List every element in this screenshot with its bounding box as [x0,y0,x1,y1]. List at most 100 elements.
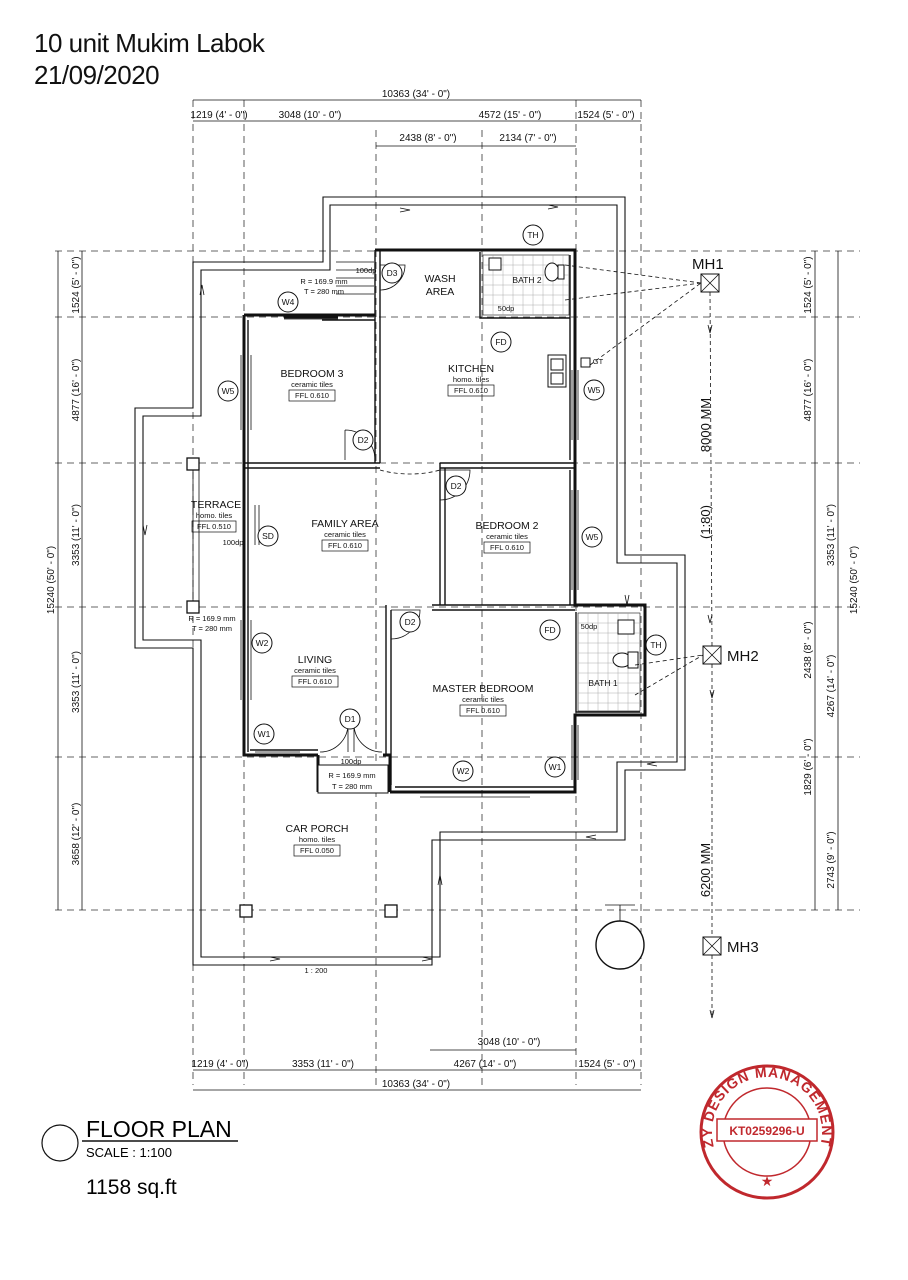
room-name: FAMILY AREA [311,518,378,530]
dim-bottom-4: 1524 (5' - 0") [578,1059,635,1070]
svg-text:TH: TH [527,230,538,240]
dim-left-3: 3353 (11' - 0") [71,504,82,566]
room-name: MASTER BEDROOM [433,683,534,695]
dim-bottom-2: 3353 (11' - 0") [292,1059,354,1070]
floor-area: 1158 sq.ft [86,1176,177,1198]
tag-d3: D3 [381,262,403,284]
room-ffl: FFL 0.610 [328,541,362,550]
room-ffl: FFL 0.610 [466,706,500,715]
tag-w2-living: W2 [251,632,273,654]
kitchen-sink-basin-1 [550,358,564,371]
room-kitchen: KITCHEN homo. tiles FFL 0.610 [447,363,495,397]
room-family-area: FAMILY AREA ceramic tiles FFL 0.610 [311,518,379,552]
dim-top-inner-2: 2134 (7' - 0") [499,133,556,144]
stamp-star-icon: ★ [761,1173,774,1189]
tag-w1-living: W1 [253,723,275,745]
company-stamp-seal: ZY DESIGN MANAGEMENT KT0259296-U ★ [699,1064,835,1200]
dim-right-5: 4267 (14' - 0") [826,655,837,718]
room-ffl: FFL 0.610 [490,543,524,552]
drawing-date: 21/09/2020 [34,60,160,90]
room-terrace: TERRACE homo. tiles FFL 0.510 [191,499,241,533]
dim-left-5: 3658 (12' - 0") [71,803,82,866]
dim-right-3: 3353 (11' - 0") [826,504,837,566]
bathroom-2 [482,254,570,316]
tag-d1: D1 [339,708,361,730]
step-label-terrace: 100dp [223,538,244,547]
dim-left-2: 4877 (16' - 0") [71,359,82,422]
step-label-front: 100dp [341,757,362,766]
svg-text:D2: D2 [451,481,462,491]
tag-w1-master: W1 [544,756,566,778]
gully-trap-label: GT [593,357,604,366]
dim-left-4: 3353 (11' - 0") [71,651,82,713]
bottom-dimensions: 3048 (10' - 0") 1219 (4' - 0") 3353 (11'… [191,1037,641,1091]
room-finish: ceramic tiles [291,380,333,389]
room-ffl: FFL 0.610 [454,386,488,395]
bathroom-1 [577,612,641,712]
dim-left-total: 15240 (50' - 0") [46,546,57,614]
dim-top-total: 10363 (34' - 0") [382,89,450,100]
svg-text:W5: W5 [586,532,599,542]
tag-w5-kitchen: W5 [583,379,605,401]
tag-th-bath1: TH [645,634,667,656]
svg-text:W2: W2 [457,766,470,776]
dim-top-2: 3048 (10' - 0") [279,110,342,121]
grid-lines [55,100,860,1085]
room-ffl: FFL 0.610 [295,391,329,400]
room-bath-2: BATH 2 [512,275,541,285]
dim-bottom-1: 1219 (4' - 0") [191,1059,248,1070]
dim-bottom-inner: 3048 (10' - 0") [478,1037,541,1048]
step-label-bath1: 50dp [581,622,598,631]
dim-bottom-total: 10363 (34' - 0") [382,1079,450,1090]
room-name: KITCHEN [448,363,494,375]
project-title: 10 unit Mukim Labok [34,28,265,58]
dim-top-1: 1219 (4' - 0") [190,110,247,121]
svg-text:W1: W1 [258,729,271,739]
room-ffl: FFL 0.610 [298,677,332,686]
perimeter-drain: 1 : 200 [134,196,686,975]
svg-text:W5: W5 [588,385,601,395]
top-dimensions: 10363 (34' - 0") 1219 (4' - 0") 3048 (10… [190,89,641,147]
room-name: CAR PORCH [285,823,348,835]
dim-right-4: 2438 (8' - 0") [803,621,814,678]
room-labels: BEDROOM 3 ceramic tiles FFL 0.610 KITCHE… [191,273,618,857]
ramp1-t: T = 280 mm [304,287,344,296]
step-label-wash: 100dp [356,266,377,275]
dim-top-inner-1: 2438 (8' - 0") [399,133,456,144]
kitchen-sink-basin-2 [550,372,564,385]
step-label-bath2: 50dp [498,304,515,313]
room-wash-area: WASH AREA [424,273,455,298]
stairs: 100dp 100dp 100dp 50dp 50dp [223,261,598,794]
svg-text:D2: D2 [405,617,416,627]
drain-ratio: (1:80) [698,505,713,539]
dim-top-4: 1524 (5' - 0") [577,110,634,121]
manhole-mh3: MH3 [702,936,759,956]
septic-tank [595,920,645,970]
svg-text:TH: TH [650,640,661,650]
svg-text:W1: W1 [549,762,562,772]
tag-fd-bath1: FD [539,619,561,641]
ramp2-t: T = 280 mm [192,624,232,633]
svg-text:D1: D1 [345,714,356,724]
manhole-mh2: MH2 [702,645,759,665]
svg-text:D3: D3 [387,268,398,278]
dim-right-7: 2743 (9' - 0") [826,831,837,888]
company-stamp: ZY DESIGN MANAGEMENT KT0259296-U ★ [692,1060,842,1210]
room-finish: ceramic tiles [486,532,528,541]
ramp-notes: R = 169.9 mm T = 280 mm R = 169.9 mm T =… [188,277,375,791]
tag-sd: SD [257,525,279,547]
room-name: BEDROOM 2 [475,520,538,532]
dim-top-3: 4572 (15' - 0") [479,110,542,121]
room-bath-1: BATH 1 [588,678,617,688]
drawing-title: FLOOR PLAN [86,1116,232,1142]
svg-text:SD: SD [262,531,274,541]
svg-text:FD: FD [544,625,555,635]
ramp3-r: R = 169.9 mm [328,771,375,780]
dim-bottom-3: 4267 (14' - 0") [454,1059,517,1070]
drain-run-1: 8000 MM [698,398,713,452]
room-name: WASH [424,273,455,285]
tag-w5-bedroom2: W5 [581,526,603,548]
dim-left-1: 1524 (5' - 0") [71,256,82,313]
title-block-graphic: FLOOR PLAN SCALE : 1:100 1158 sq.ft [41,1116,238,1199]
room-ffl: FFL 0.050 [300,846,334,855]
